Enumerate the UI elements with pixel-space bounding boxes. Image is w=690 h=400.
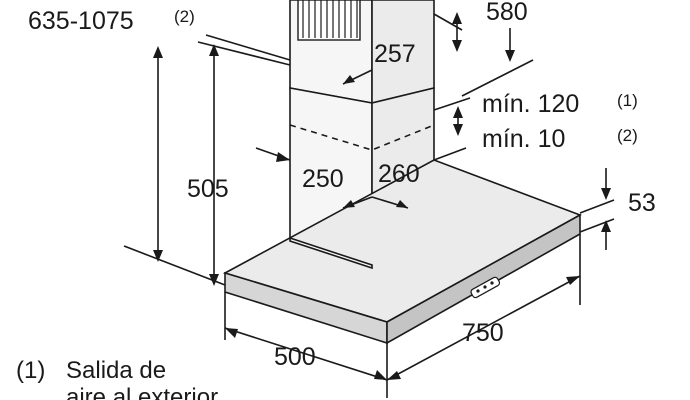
- label-inner-right: 260: [378, 160, 420, 188]
- dimension-chimney-width: [342, 12, 463, 85]
- label-chimney-depth: 580: [486, 0, 528, 26]
- upper-chimney: [289, 0, 435, 105]
- dimension-inner-right: [342, 196, 409, 209]
- legend-item-1-line-1: Salida de: [66, 357, 166, 384]
- label-chimney-width: 257: [374, 40, 416, 68]
- label-clearance-1-note: (1): [617, 91, 638, 110]
- dimension-hood-width: [386, 234, 581, 381]
- canopy: [222, 159, 582, 345]
- dimension-inner-left: [255, 147, 291, 162]
- legend-item-1-number: (1): [16, 357, 45, 384]
- control-panel: [470, 276, 501, 299]
- label-hood-width: 750: [462, 319, 504, 347]
- label-total-height-note: (2): [174, 7, 195, 26]
- legend-note: (1) Salida de aire al exterior: [16, 357, 218, 400]
- dimension-clearance: [433, 97, 471, 161]
- dimension-canopy-thickness: [579, 168, 615, 250]
- label-clearance-1: mín. 120: [482, 90, 579, 118]
- dimension-hood-height: [197, 41, 291, 286]
- dimension-total-height: [123, 34, 291, 286]
- label-clearance-2-note: (2): [617, 126, 638, 145]
- dimension-hood-depth: [224, 292, 388, 398]
- label-hood-height: 505: [187, 175, 229, 203]
- vent-grille: [297, 0, 361, 41]
- legend-item-1-line-2: aire al exterior: [66, 384, 218, 400]
- label-canopy-thickness: 53: [628, 189, 656, 217]
- dimension-chimney-depth: [461, 28, 534, 97]
- label-total-height: 635-1075: [28, 7, 134, 35]
- label-inner-left: 250: [302, 165, 344, 193]
- label-hood-depth: 500: [274, 343, 316, 371]
- label-clearance-2: mín. 10: [482, 125, 565, 153]
